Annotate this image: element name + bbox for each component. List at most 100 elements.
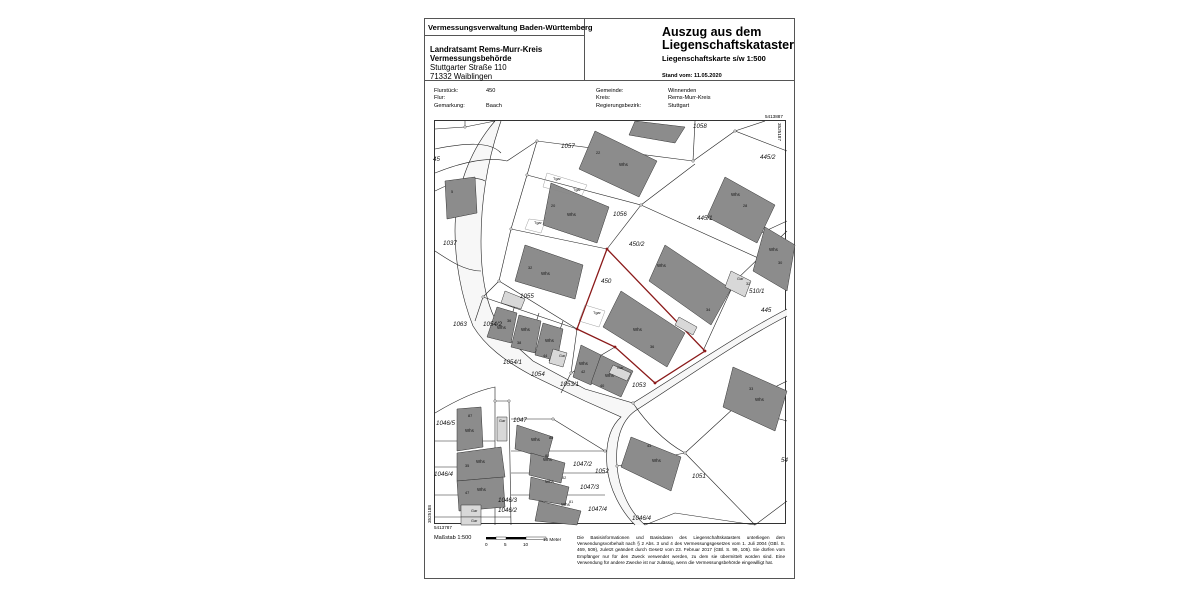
outbuilding-label: Tgar xyxy=(573,188,582,192)
parcel-number: 1047/2 xyxy=(573,461,592,468)
parcel-number: 1047 xyxy=(513,417,527,424)
info-label: Kreis: xyxy=(596,95,611,102)
parcel-number: 450 xyxy=(601,278,612,285)
cadastral-extract-sheet: Vermessungsverwaltung Baden-Württemberg … xyxy=(424,18,796,579)
building-use-label: Whs xyxy=(541,271,551,276)
office-line-1: Landratsamt Rems-Murr-Kreis xyxy=(430,45,543,54)
parcel-number: 1047/3 xyxy=(580,484,599,491)
info-label: Regierungsbezirk: xyxy=(596,102,642,109)
outbuilding-label: Gar xyxy=(559,354,566,358)
document-subtitle: Liegenschaftskarte s/w 1:500 xyxy=(662,54,766,63)
title-line-2: Liegenschaftskataster xyxy=(662,38,795,52)
agency-name: Vermessungsverwaltung Baden-Württemberg xyxy=(425,19,593,36)
house-number: 32 xyxy=(528,266,532,270)
usage-notice: Die Basisinformationen und Basisdaten de… xyxy=(577,535,785,565)
parcel-number: 1046/4 xyxy=(434,471,453,478)
building-use-label: Whs xyxy=(545,479,555,484)
house-number: 5 xyxy=(451,190,453,194)
parcel-number: 1055 xyxy=(520,293,534,300)
info-row-parcel: Flurstück:450 xyxy=(434,88,502,95)
building-use-label: Whs xyxy=(755,397,765,402)
building-use-label: Whs xyxy=(619,162,629,167)
outbuilding-label: Tgar xyxy=(553,177,562,181)
info-label: Gemeinde: xyxy=(596,88,624,94)
parcel-number: 1046/3 xyxy=(498,497,517,504)
house-number: 28 xyxy=(743,204,747,208)
building-use-label: Whs xyxy=(476,459,486,464)
outbuilding-label: Gar xyxy=(471,519,478,523)
parcel-number: 1037 xyxy=(443,240,457,247)
house-number: 22 xyxy=(596,151,600,155)
outbuilding-label: Gar xyxy=(471,509,478,513)
house-number: 30 xyxy=(778,261,782,265)
coord-left-side: 3525188 xyxy=(427,505,432,523)
coord-bottom-left: 5413787 xyxy=(434,525,452,530)
parcel-number: 1053/1 xyxy=(560,381,579,388)
scale-bar: 0 5 10 15 Meter xyxy=(485,535,569,549)
house-number: 38 xyxy=(517,341,521,345)
house-number: 34 xyxy=(706,308,710,312)
header-right-box: Auszug aus dem Liegenschaftskataster Lie… xyxy=(585,19,794,81)
info-value: 450 xyxy=(486,88,496,94)
outbuilding-label: Gar xyxy=(499,419,506,423)
open-garages xyxy=(524,172,606,328)
info-value: Stuttgart xyxy=(668,102,690,109)
building-use-label: Whs xyxy=(652,458,662,463)
parcel-number: 1056 xyxy=(613,211,627,218)
building-use-label: Whs xyxy=(605,373,615,378)
parcel-number: 1054 xyxy=(531,371,545,378)
outbuilding-label: Gar xyxy=(617,366,624,370)
scale-tick: 5 xyxy=(504,542,507,547)
house-number: 44 xyxy=(543,354,547,358)
header-left-box: Vermessungsverwaltung Baden-Württemberg … xyxy=(425,19,593,81)
parcel-number: 1052 xyxy=(595,468,609,475)
info-value: Baach xyxy=(486,102,502,109)
office-line-4: 71332 Waiblingen xyxy=(430,72,493,81)
info-value: Rems-Murr-Kreis xyxy=(668,95,711,102)
info-row-kreis: Kreis: Rems-Murr-Kreis xyxy=(596,95,711,102)
info-value: Winnenden xyxy=(668,88,697,94)
coord-top-right: 5413887 xyxy=(765,114,783,119)
info-row-bezirk: Regierungsbezirk: Stuttgart xyxy=(596,103,711,110)
map-svg: 1058445/21057451056445/11037450/24501055… xyxy=(433,120,796,526)
building-use-label: Whs xyxy=(543,457,553,462)
issuing-office: Landratsamt Rems-Murr-Kreis Vermessungsb… xyxy=(430,45,542,81)
parcel-number: 1057 xyxy=(561,143,575,150)
house-number: 87 xyxy=(468,414,472,418)
house-number: 32 xyxy=(746,282,750,286)
building-use-label: Whs xyxy=(731,192,741,197)
parcel-number: 445/2 xyxy=(760,154,776,161)
house-number: 35 xyxy=(465,464,469,468)
parcel-number: 1046/4 xyxy=(632,515,651,522)
parcel-info-right: Gemeinde: Winnenden Kreis: Rems-Murr-Kreis… xyxy=(596,88,711,110)
building-use-label: Whs xyxy=(657,263,667,268)
parcel-number: 445 xyxy=(761,307,772,314)
office-line-3: Stuttgarter Straße 110 xyxy=(430,63,507,72)
scale-tick: 0 xyxy=(485,542,488,547)
house-number: 83 xyxy=(545,454,549,458)
title-line-1: Auszug aus dem xyxy=(662,25,762,39)
house-number: 20 xyxy=(551,204,555,208)
scale-bar-svg: 0 5 10 15 Meter xyxy=(485,536,562,547)
info-row-gemarkung: Gemarkung: Baach xyxy=(434,103,502,110)
building-use-label: Whs xyxy=(521,327,531,332)
building-use-label: Whs xyxy=(567,212,577,217)
parcel-number: 45 xyxy=(433,156,440,163)
outbuildings xyxy=(460,270,752,526)
house-number: 62 xyxy=(562,476,566,480)
parcel-number: 54 xyxy=(781,457,788,464)
building-use-label: Whs xyxy=(465,428,475,433)
outbuilding-label: Tgar xyxy=(593,311,602,315)
building-use-label: Whs xyxy=(497,325,507,330)
outbuilding-label: Tgar xyxy=(534,221,543,225)
parcel-info-left: Flurstück:450 Flur: Gemarkung: Baach xyxy=(434,88,502,110)
highlighted-parcel-450 xyxy=(576,247,707,384)
info-label: Gemarkung: xyxy=(434,102,465,109)
house-number: 33 xyxy=(749,387,753,391)
info-label: Flur: xyxy=(434,95,446,102)
road-area xyxy=(455,121,787,525)
